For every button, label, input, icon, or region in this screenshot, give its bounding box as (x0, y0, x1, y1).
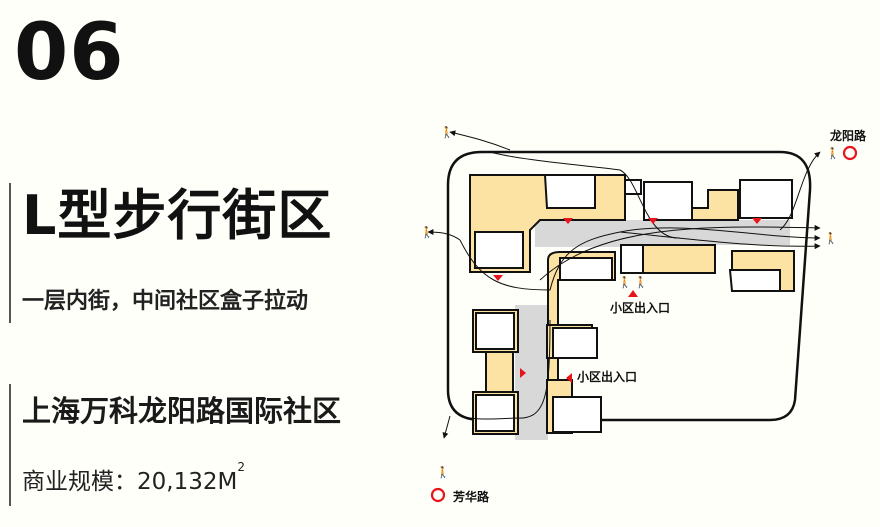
pedestrian-flow-lines (427, 130, 821, 439)
svg-text:🚶: 🚶 (826, 147, 840, 160)
building-w (472, 309, 519, 435)
subtitle: 一层内街，中间社区盒子拉动 (22, 289, 309, 314)
pedestrian-street (515, 220, 790, 440)
section-number: 06 (14, 8, 125, 98)
svg-text:🚶: 🚶 (436, 466, 450, 479)
site-boundary (446, 150, 812, 422)
site-plan-diagram: 🚶 🚶 🚶 🚶 🚶 🚶 🚶 (420, 126, 858, 503)
community-box (620, 244, 716, 274)
svg-text:🚶: 🚶 (618, 276, 632, 289)
commercial-scale: 商业规模：20,132M2 (22, 460, 245, 496)
metro-icon (430, 145, 858, 503)
scale-value: 20,132M (137, 469, 238, 495)
page-title: L型步行街区 (22, 184, 333, 247)
entrance-label-1: 小区出入口 (610, 301, 671, 315)
project-name: 上海万科龙阳路国际社区 (22, 394, 342, 428)
scale-label: 商业规模： (22, 469, 137, 495)
scale-unit-sup: 2 (237, 460, 245, 474)
building-e (728, 250, 795, 292)
svg-text:🚶: 🚶 (420, 226, 434, 239)
pedestrian-icon: 🚶 🚶 🚶 🚶 🚶 🚶 🚶 (420, 126, 840, 479)
entrance-triangle-icon (493, 218, 762, 383)
svg-text:🚶: 🚶 (440, 126, 454, 139)
entrance-label-2: 小区出入口 (577, 370, 638, 384)
metro-station-south-label: 芳华路 (453, 490, 490, 504)
building-s (546, 324, 602, 434)
divider-bar-title (9, 183, 11, 323)
divider-bar-project (9, 384, 11, 506)
svg-text:🚶: 🚶 (634, 276, 648, 289)
svg-text:🚶: 🚶 (824, 232, 838, 245)
metro-station-north-label: 龙阳路 (830, 129, 867, 143)
building-n (624, 179, 793, 221)
